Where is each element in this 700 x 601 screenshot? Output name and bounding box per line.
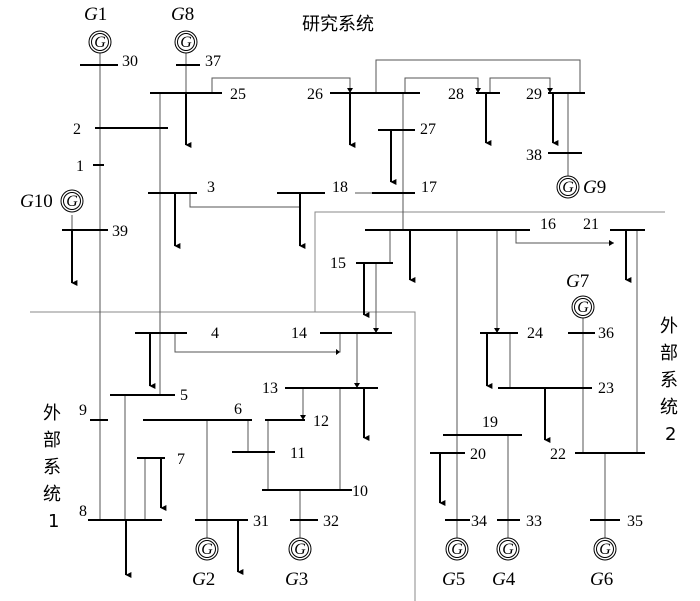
label-bus-35: 35	[627, 513, 643, 530]
label-bus-2: 2	[73, 121, 81, 138]
svg-text:外: 外	[660, 316, 678, 337]
label-g9: G9	[583, 177, 606, 198]
study-system-title: 研究系统	[302, 14, 374, 35]
boundary-ext2	[314, 211, 665, 312]
svg-text:2: 2	[665, 424, 676, 445]
generator-g1-symbol: G	[88, 30, 112, 54]
loads	[71, 93, 632, 578]
label-bus-7: 7	[177, 451, 185, 468]
svg-text:G: G	[201, 541, 213, 558]
svg-text:外: 外	[43, 403, 61, 424]
label-bus-27: 27	[420, 121, 436, 138]
svg-text:系: 系	[43, 457, 61, 478]
generator-g3-symbol: G	[288, 537, 312, 561]
label-bus-21: 21	[583, 216, 599, 233]
label-bus-1: 1	[76, 158, 84, 175]
label-bus-38: 38	[526, 147, 542, 164]
svg-text:部: 部	[660, 343, 678, 364]
svg-text:统: 统	[660, 397, 678, 418]
generator-symbols: G G G G G G G G G G	[60, 30, 617, 561]
label-bus-32: 32	[323, 513, 339, 530]
svg-text:G: G	[294, 541, 306, 558]
label-bus-8: 8	[79, 503, 87, 520]
label-g8: G8	[171, 4, 194, 25]
label-bus-14: 14	[291, 325, 307, 342]
label-bus-30: 30	[122, 53, 138, 70]
region-label-ext2: 外 部 系 统 2	[660, 316, 678, 445]
generator-g8-symbol: G	[174, 30, 198, 54]
svg-text:G: G	[502, 541, 514, 558]
label-bus-6: 6	[234, 401, 242, 418]
svg-text:G: G	[577, 299, 589, 316]
generator-g2-symbol: G	[195, 537, 219, 561]
svg-text:1: 1	[48, 511, 59, 532]
label-bus-29: 29	[526, 86, 542, 103]
region-label-ext1: 外 部 系 统 1	[43, 403, 61, 532]
label-bus-3: 3	[207, 179, 215, 196]
label-bus-28: 28	[448, 86, 464, 103]
generator-g10-symbol: G	[60, 189, 84, 213]
label-bus-33: 33	[526, 513, 542, 530]
generator-labels: G1 G8 G9 G10 G7 G2 G3 G5 G4 G6	[20, 4, 613, 590]
label-bus-23: 23	[598, 380, 614, 397]
label-bus-10: 10	[352, 483, 368, 500]
label-bus-24: 24	[527, 325, 543, 342]
generator-g5-symbol: G	[445, 537, 469, 561]
label-g6: G6	[590, 569, 613, 590]
label-g4: G4	[492, 569, 516, 590]
label-bus-39: 39	[112, 223, 128, 240]
label-bus-17: 17	[421, 179, 437, 196]
label-bus-25: 25	[230, 86, 246, 103]
svg-text:G: G	[180, 34, 192, 51]
label-bus-22: 22	[550, 446, 566, 463]
label-bus-5: 5	[180, 387, 188, 404]
svg-text:G: G	[562, 179, 574, 196]
label-bus-37: 37	[205, 53, 221, 70]
label-bus-12: 12	[313, 413, 329, 430]
label-bus-34: 34	[471, 513, 487, 530]
svg-text:G: G	[451, 541, 463, 558]
generator-g9-symbol: G	[556, 175, 580, 199]
label-bus-16: 16	[540, 216, 556, 233]
svg-text:部: 部	[43, 430, 61, 451]
label-g1: G1	[84, 4, 107, 25]
label-bus-9: 9	[79, 402, 87, 419]
branches	[71, 42, 638, 538]
generator-g7-symbol: G	[571, 295, 595, 319]
flow-arrows	[300, 88, 614, 420]
label-bus-19: 19	[482, 414, 498, 431]
label-bus-18: 18	[332, 179, 348, 196]
label-bus-31: 31	[253, 513, 269, 530]
svg-text:G: G	[94, 34, 106, 51]
svg-text:G: G	[66, 193, 78, 210]
label-bus-15: 15	[330, 255, 346, 272]
svg-text:统: 统	[43, 484, 61, 505]
label-g10: G10	[20, 191, 53, 212]
svg-text:系: 系	[660, 370, 678, 391]
label-bus-26: 26	[307, 86, 323, 103]
label-g2: G2	[192, 569, 215, 590]
label-bus-13: 13	[262, 380, 278, 397]
label-bus-11: 11	[290, 445, 305, 462]
label-g5: G5	[442, 569, 465, 590]
bus-labels: 30 37 25 26 28 29 2 27 1 38 3 18 17 39 1…	[73, 53, 643, 530]
label-g7: G7	[566, 271, 589, 292]
label-bus-36: 36	[598, 325, 614, 342]
generator-g6-symbol: G	[593, 537, 617, 561]
region-boundaries	[30, 211, 665, 601]
label-g3: G3	[285, 569, 308, 590]
label-bus-4: 4	[211, 325, 219, 342]
label-bus-20: 20	[470, 446, 486, 463]
svg-text:G: G	[599, 541, 611, 558]
boundary-ext1	[30, 311, 416, 601]
generator-g4-symbol: G	[496, 537, 520, 561]
